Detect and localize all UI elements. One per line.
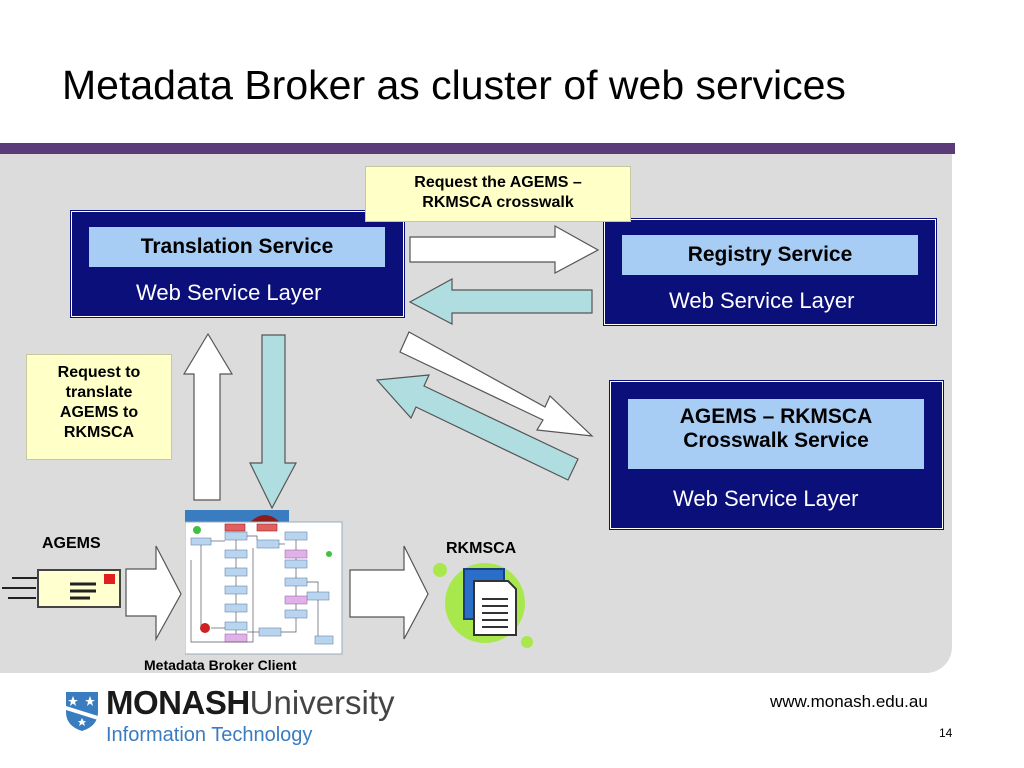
monash-wordmark-light: University [249,684,395,721]
note-request-translate: Request to translate AGEMS to RKMSCA [26,354,172,460]
arrow-from-crosswalk [375,374,579,481]
arrow-from-registry [408,277,593,325]
crosswalk-service-label: AGEMS – RKMSCA Crosswalk Service [628,399,924,469]
crosswalk-label-line2: Crosswalk Service [683,429,869,453]
arrow-down-to-client [249,334,297,510]
crosswalk-service-box: AGEMS – RKMSCA Crosswalk Service Web Ser… [610,381,943,529]
note-request-crosswalk-line1: Request the AGEMS – [414,174,582,191]
arrow-up-to-translation [182,332,234,501]
note-translate-line2: translate [65,384,133,401]
translation-service-label: Translation Service [89,227,385,267]
monash-wordmark-bold: MONASH [106,684,250,721]
broker-client-flowchart-image [185,510,343,655]
page-number: 14 [939,726,953,740]
client-label: Metadata Broker Client [144,657,297,673]
translation-web-service-layer: Web Service Layer [136,280,322,305]
crosswalk-label-line1: AGEMS – RKMSCA [679,405,873,428]
registry-service-label: Registry Service [622,235,918,275]
arrow-to-crosswalk [399,331,594,437]
logo-subtitle: Information Technology [106,724,313,746]
note-translate-line1: Request to [57,364,141,381]
crosswalk-web-service-layer: Web Service Layer [673,486,859,511]
note-translate-line4: RKMSCA [63,424,135,441]
rkmsca-label: RKMSCA [446,540,517,557]
arrow-client-to-rkmsca [349,545,429,640]
header-bar [0,143,955,154]
translation-service-box: Translation Service Web Service Layer [71,211,404,317]
footer-url[interactable]: www.monash.edu.au [770,692,928,711]
note-request-crosswalk: Request the AGEMS – RKMSCA crosswalk [365,166,631,222]
arrow-to-registry [409,224,600,275]
note-translate-line3: AGEMS to [59,404,139,421]
slide-title: Metadata Broker as cluster of web servic… [62,62,846,108]
monash-crest-icon [66,692,98,731]
agems-label: AGEMS [42,535,101,552]
note-request-crosswalk-line2: RKMSCA crosswalk [422,194,574,211]
registry-service-box: Registry Service Web Service Layer [604,219,936,325]
registry-web-service-layer: Web Service Layer [669,288,855,313]
arrow-agems-to-client [125,545,182,642]
envelope-icon [2,569,121,608]
monash-wordmark: MONASHUniversity [106,686,395,719]
document-icon [433,563,533,648]
